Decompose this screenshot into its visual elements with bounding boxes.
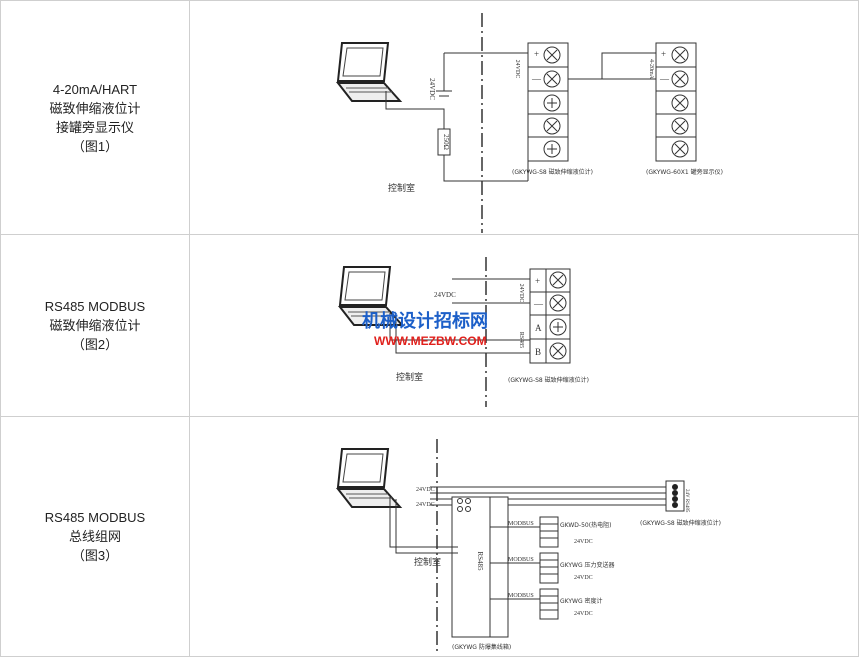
top-right-caption: (GKYWG-S8 磁致伸缩液位计) [640, 519, 721, 527]
row-3-diagram: 24VDC 24VDC 24V RS485 (GKYWG-S8 磁致伸缩液位计)… [190, 417, 858, 656]
row-1-label-line: 磁致伸缩液位计 [49, 100, 141, 116]
device-2-power: 24VDC [574, 575, 593, 581]
caption-level-meter: (GKYWG-S8 磁致伸缩液位计) [512, 168, 593, 176]
row-1-diagram: 250Ω 24VDC + — 24VDC [190, 1, 858, 234]
row-3-label-cell: RS485 MODBUS 总线组网 （图3） [1, 417, 190, 656]
resistor [437, 128, 451, 156]
row-2-label-line: RS485 MODBUS [44, 299, 146, 314]
terminal-block-display [655, 42, 697, 162]
terminal-b: B [535, 347, 541, 357]
device-3-label: GKYWG 密度计 [560, 597, 603, 605]
voltage-label-2: 24VDC [416, 502, 435, 508]
row-1-label-line: （图1） [71, 138, 119, 154]
laptop-icon [335, 448, 403, 508]
device-3-power: 24VDC [574, 611, 593, 617]
voltage-label-1: 24VDC [416, 487, 435, 493]
voltage-label: 24VDC [428, 78, 436, 100]
control-room-label: 控制室 [388, 182, 415, 194]
caption-display: (GKYWG-60X1 罐旁显示仪) [646, 168, 723, 176]
bus-label: RS485 [518, 332, 524, 348]
row-2: RS485 MODBUS 磁致伸缩液位计 （图2） 24VDC [0, 234, 859, 417]
junction-box-caption: (GKYWG 防爆集线箱) [452, 643, 511, 651]
modbus-label-3: MODBUS [508, 593, 534, 599]
modbus-label-1: MODBUS [508, 521, 534, 527]
terminal-minus: — [531, 74, 542, 84]
bus-vertical-label: RS485 [476, 551, 484, 571]
terminal-minus: — [533, 299, 544, 309]
device-terminal-3 [539, 588, 559, 620]
device-1-power: 24VDC [574, 539, 593, 545]
row-3: RS485 MODBUS 总线组网 （图3） 24VDC 24VDC [0, 416, 859, 657]
voltage-label: 24VDC [434, 291, 456, 299]
terminal-block-rs485 [529, 268, 571, 364]
row-1-label-cell: 4-20mA/HART 磁致伸缩液位计 接罐旁显示仪 （图1） [1, 1, 190, 234]
wiring-diagram-1: 250Ω 24VDC + — 24VDC [335, 13, 723, 233]
terminal-a: A [535, 323, 542, 333]
row-3-label: RS485 MODBUS 总线组网 （图3） [45, 508, 145, 565]
display-plus: + [661, 49, 666, 59]
top-right-side-label: 24V RS485 [684, 489, 689, 513]
terminal-plus: + [534, 49, 539, 59]
terminal-block-level-meter [527, 42, 569, 162]
row-2-label-cell: RS485 MODBUS 磁致伸缩液位计 （图2） [1, 235, 190, 416]
device-terminal-2 [539, 552, 559, 584]
device-1-label: GKWD-50(热电阻) [560, 521, 611, 529]
resistor-label: 250Ω [442, 134, 450, 150]
display-minus: — [659, 74, 670, 84]
control-room-label: 控制室 [414, 556, 441, 568]
row-3-label-line: RS485 MODBUS [44, 510, 146, 525]
wiring-diagram-2: 24VDC + — A B 24VDC RS485 (GKYWG-S8 磁致伸缩… [337, 257, 589, 407]
row-1: 4-20mA/HART 磁致伸缩液位计 接罐旁显示仪 （图1） [0, 0, 859, 235]
junction-box [451, 496, 509, 638]
row-3-label-line: 总线组网 [68, 529, 121, 544]
row-2-label-line: （图2） [71, 337, 119, 352]
row-1-label-line: 4-20mA/HART [52, 81, 138, 97]
current-label: 4-20mA [648, 59, 654, 80]
power-label: 24VDC [518, 284, 524, 303]
terminal-block-top-right [665, 480, 685, 512]
row-2-label-line: 磁致伸缩液位计 [49, 318, 141, 333]
row-2-label: RS485 MODBUS 磁致伸缩液位计 （图2） [45, 297, 145, 354]
row-2-diagram: 24VDC + — A B 24VDC RS485 (GKYWG-S8 磁致伸缩… [190, 235, 858, 416]
terminal-plus: + [535, 276, 540, 286]
control-room-label: 控制室 [396, 371, 423, 383]
caption-level-meter: (GKYWG-S8 磁致伸缩液位计) [508, 376, 589, 384]
modbus-label-2: MODBUS [508, 557, 534, 563]
watermark-title: 机械设计招标网 [362, 310, 488, 332]
power-label: 24VDC [514, 60, 520, 79]
device-2-label: GKYWG 压力变送器 [560, 561, 615, 569]
device-terminal-1 [539, 516, 559, 548]
row-3-label-line: （图3） [71, 548, 119, 563]
watermark-url: WWW.MEZBW.COM [374, 334, 487, 348]
laptop-icon [337, 266, 405, 326]
wiring-diagram-3: 24VDC 24VDC 24V RS485 (GKYWG-S8 磁致伸缩液位计)… [335, 439, 721, 653]
laptop-icon [335, 42, 403, 102]
row-1-label: 4-20mA/HART 磁致伸缩液位计 接罐旁显示仪 （图1） [49, 80, 140, 156]
row-1-label-line: 接罐旁显示仪 [55, 119, 134, 135]
